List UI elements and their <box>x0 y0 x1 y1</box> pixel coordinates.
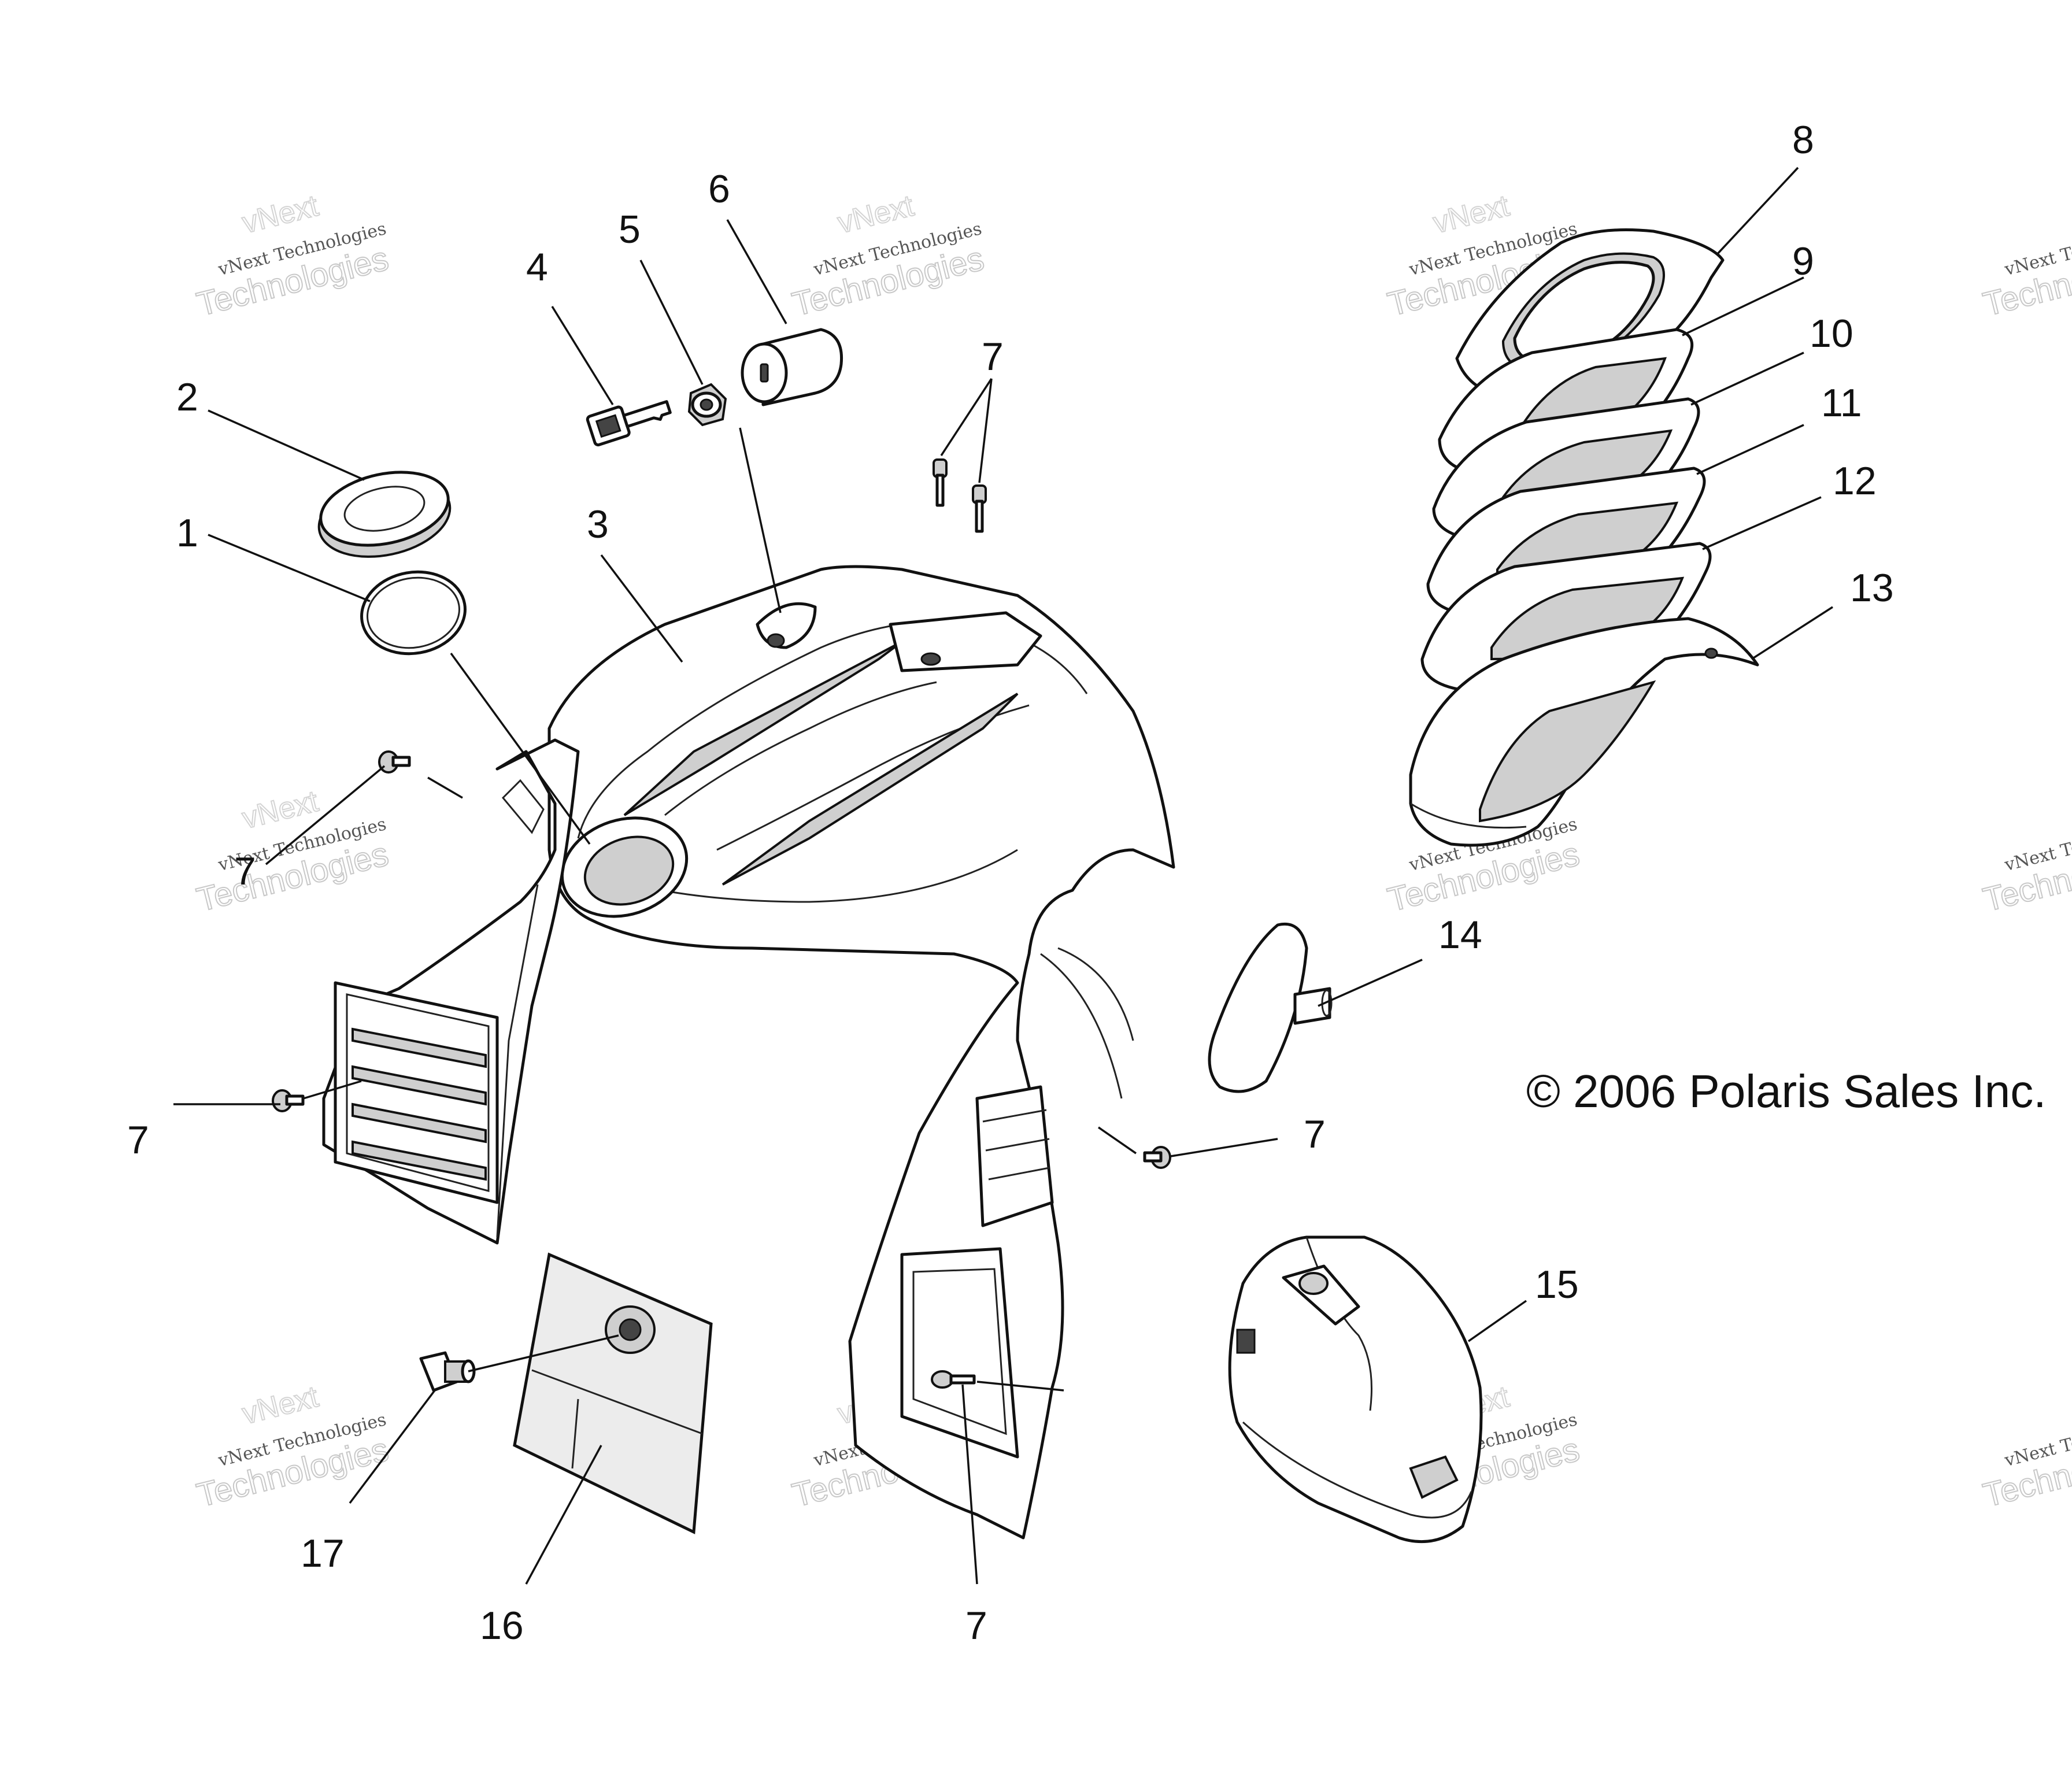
callout-9: 9 <box>1792 239 1814 283</box>
watermark: vNext vNext Technologies Technologies <box>788 188 988 324</box>
part-7-screw <box>1143 1146 1171 1169</box>
part-16-glove-box-lid <box>513 1252 713 1534</box>
callout-10: 10 <box>1810 312 1853 356</box>
part-3-console-panel <box>547 565 1175 1540</box>
callout-2: 2 <box>176 375 198 419</box>
part-17-lock-plug <box>419 1351 476 1392</box>
leader-lines <box>173 166 1833 1585</box>
copyright-notice: © 2006 Polaris Sales Inc. <box>1526 1065 2046 1117</box>
svg-text:vNext: vNext <box>239 1380 322 1431</box>
watermark: vNext vNext Technologies Technologies <box>193 188 393 324</box>
callout-14: 14 <box>1438 913 1482 957</box>
callout-7-left: 7 <box>127 1118 149 1162</box>
part-7-screw <box>933 458 948 507</box>
part-7-screw <box>931 1370 976 1389</box>
part-1-o-ring <box>360 570 467 656</box>
part-7-screw <box>272 1089 305 1112</box>
svg-text:vNext: vNext <box>834 189 917 240</box>
callout-7-top: 7 <box>982 335 1004 379</box>
part-3-left-panel <box>322 738 580 1245</box>
part-14-handle <box>1208 922 1333 1093</box>
watermark: vNext vNext Technologies Technologies <box>193 1379 393 1515</box>
svg-text:vNext: vNext <box>1430 189 1513 240</box>
callout-4: 4 <box>526 245 548 289</box>
callout-8: 8 <box>1792 118 1814 162</box>
part-13-gauge-housing <box>1409 617 1759 847</box>
watermark-edge: vNext Te Technol <box>1979 1433 2072 1515</box>
callout-16: 16 <box>480 1604 524 1648</box>
part-7-screw <box>378 750 411 774</box>
part-4-key <box>586 400 672 447</box>
part-2-bezel-ring <box>317 471 452 558</box>
callout-15: 15 <box>1535 1263 1579 1307</box>
part-5-nut <box>687 383 727 427</box>
callout-7-bottom: 7 <box>965 1604 987 1648</box>
callout-7-left-mid: 7 <box>234 849 256 893</box>
callout-17: 17 <box>301 1531 345 1575</box>
callout-labels: 1 2 3 4 5 6 7 7 7 7 7 8 9 10 11 12 13 14… <box>127 118 1894 1648</box>
svg-text:vNext: vNext <box>239 189 322 240</box>
callout-5: 5 <box>619 208 641 251</box>
watermark-edge: vNext Te Technol <box>1979 837 2072 920</box>
callout-6: 6 <box>708 167 730 211</box>
callout-7-right: 7 <box>1304 1112 1326 1156</box>
watermark-edge: vNext Te Technol <box>1979 242 2072 324</box>
callout-13: 13 <box>1850 566 1894 610</box>
callout-12: 12 <box>1833 459 1877 503</box>
part-15-storage-housing <box>1228 1235 1483 1544</box>
watermark: vNext vNext Technologies Technologies <box>193 784 393 920</box>
part-7-screw <box>972 484 987 533</box>
callout-1: 1 <box>176 511 198 555</box>
callout-11: 11 <box>1821 381 1862 425</box>
callout-3: 3 <box>587 502 609 546</box>
part-6-ignition-switch <box>741 328 843 406</box>
